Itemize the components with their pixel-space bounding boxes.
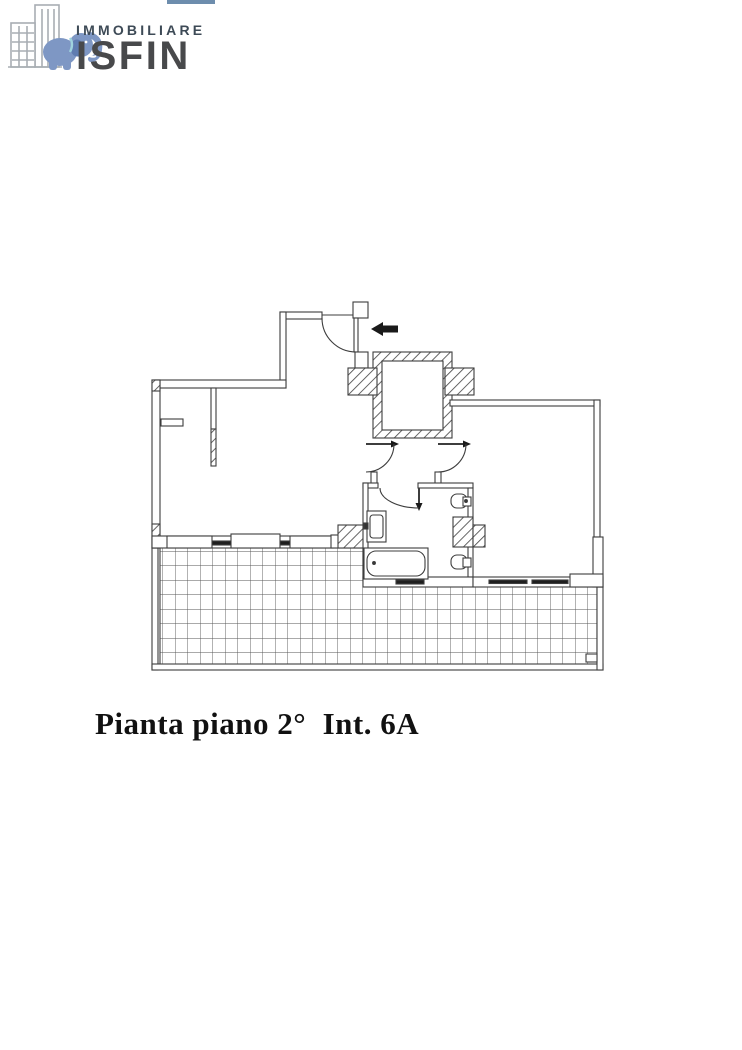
window-glazing [531,579,569,585]
window-glazing [488,579,528,585]
door-swing-arc [321,317,357,353]
sink [363,510,387,543]
door-arrow [415,503,423,511]
toilet [450,493,472,509]
plan-caption: Pianta piano 2° Int. 6A [95,706,420,741]
door-leaf [353,317,359,353]
wall-hatch [337,524,367,549]
window-sill [289,535,334,549]
hallway-doors [365,440,471,485]
window-glazing [395,579,425,585]
partition-wall-hatch [210,428,217,467]
wall-hatch [452,516,474,548]
wall-hatch [151,379,161,392]
window-glazing [211,540,234,546]
corner-wall [569,573,604,588]
wall-hatch [347,367,378,396]
wall-stub [160,418,184,427]
window-sill [230,533,281,549]
entry-door [321,301,369,369]
logo-accent-bar [167,0,215,4]
door-post [370,471,378,485]
window-sill [166,535,213,549]
door-swing-arc [379,487,420,509]
wall-hatch [444,367,475,396]
logo-buildings-elephant-icon [8,4,103,70]
door-pier [352,301,369,319]
company-logo: IMMOBILIARE ISFIN [2,0,242,84]
logo-immobiliare-text: IMMOBILIARE [76,22,206,38]
partition-wall [210,387,217,430]
door-swing-arc [365,443,395,473]
entrance-arrow-icon [371,322,398,336]
living-room [151,311,367,549]
door-arrow [463,440,471,448]
logo-isfin-text: ISFIN [76,34,191,78]
wall-hatch [472,524,486,548]
door-pier [354,351,369,369]
bedroom [449,399,604,588]
logo-text-block: IMMOBILIARE ISFIN [76,22,236,78]
door-swing-arc [437,443,467,473]
bathtub [363,547,429,580]
bidet [450,554,472,570]
door-post [434,471,442,485]
stairwell-shaft [347,351,475,439]
elephant-icon [43,32,103,70]
door-arrow [391,440,399,448]
bathroom [362,482,486,588]
terrace-corner-detail [585,653,598,663]
window-glazing [279,540,292,546]
